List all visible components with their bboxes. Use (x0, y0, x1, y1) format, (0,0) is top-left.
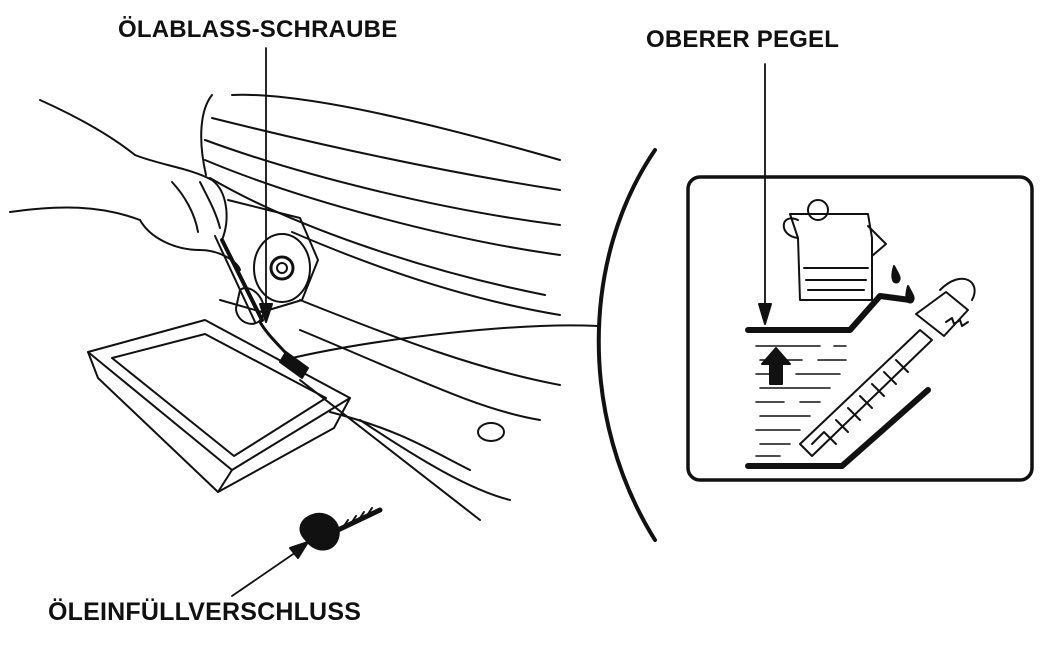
oil-level-hatch (755, 345, 847, 457)
oil-filler-cap (299, 507, 383, 551)
magnified-inset (686, 175, 1034, 482)
magnify-arc (596, 148, 657, 542)
dipstick-icon (799, 277, 976, 457)
oil-drain-pan (87, 319, 351, 493)
magnify-connector-line (291, 324, 599, 359)
label-drain-bolt: ÖLABLASS-SCHRAUBE (118, 16, 398, 43)
hand-with-wrench (9, 99, 264, 323)
arrow-drain-bolt-icon (259, 303, 273, 323)
arrow-filler-cap-icon (289, 541, 309, 559)
label-upper-level: OBERER PEGEL (646, 26, 840, 53)
arrow-upper-level-icon (758, 303, 772, 325)
drain-bolt-assembly (219, 199, 319, 379)
label-filler-cap: ÖLEINFÜLLVERSCHLUSS (48, 598, 362, 626)
leader-filler-cap (231, 547, 303, 597)
oil-jug-icon (782, 199, 887, 301)
arrow-up-icon (761, 347, 791, 385)
bolt-hole-icon (477, 422, 505, 442)
engine-body (200, 93, 561, 521)
